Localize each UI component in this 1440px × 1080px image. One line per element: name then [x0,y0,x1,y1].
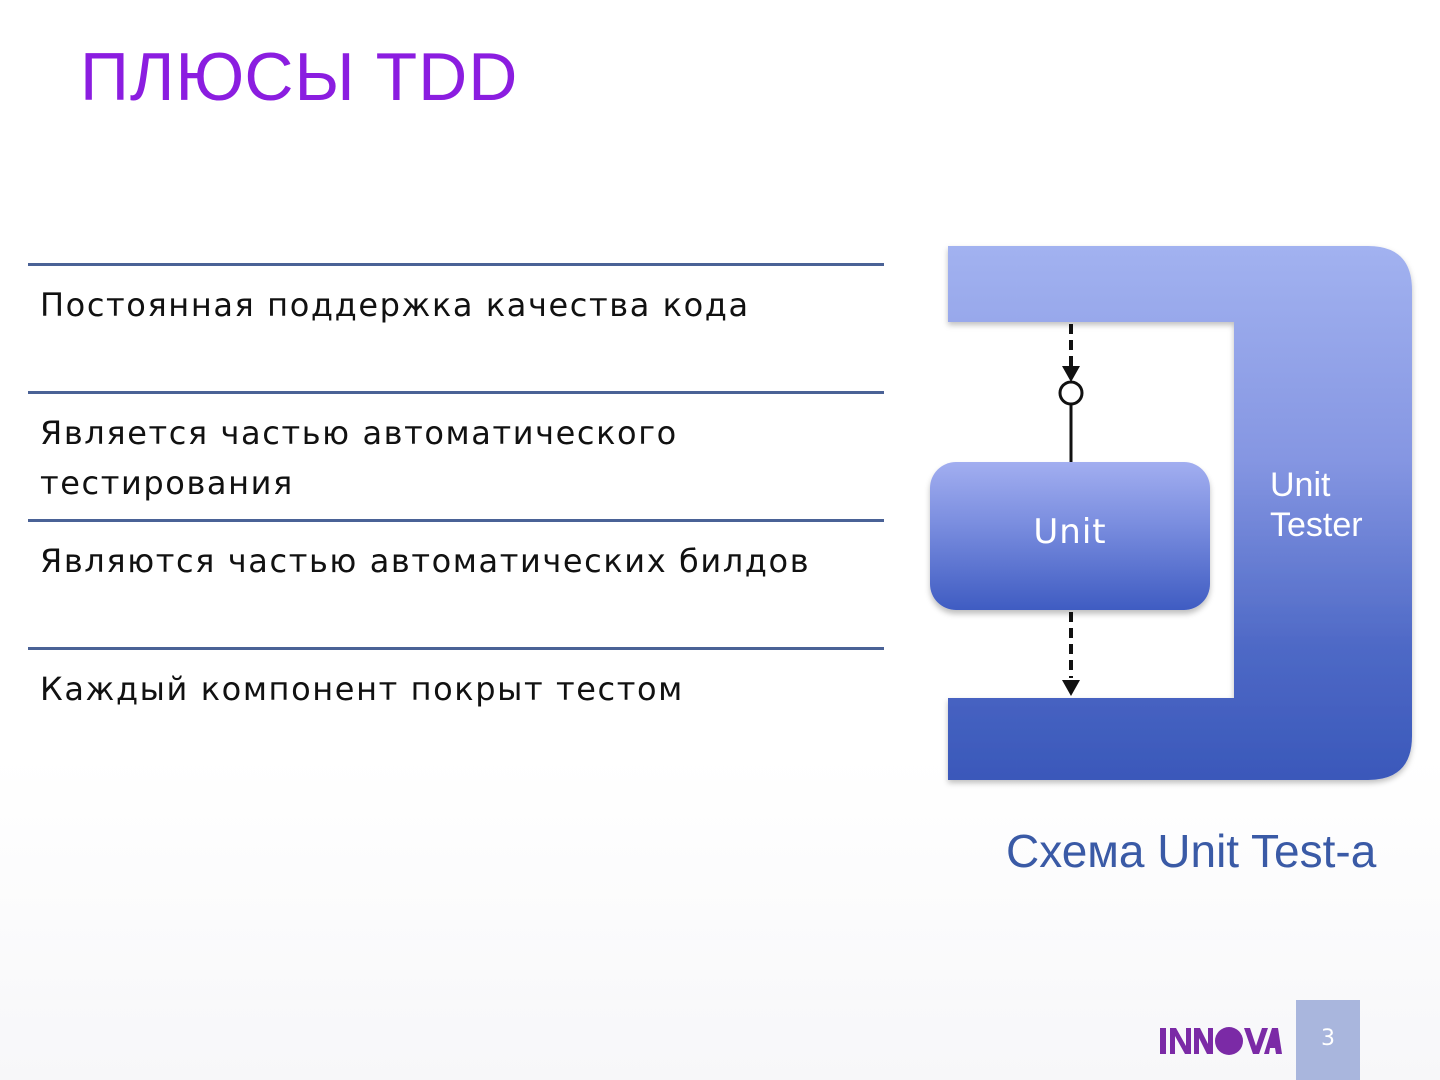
unit-tester-label-line2: Tester [1270,506,1363,544]
unit-tester-label: Unit Tester [1270,465,1390,545]
bullet-text: Являются частью автоматических билдов [40,542,811,580]
bullet-item: Постоянная поддержка качества кода [28,263,884,391]
page-number: 3 [1321,1026,1335,1051]
innova-logo [1160,1027,1282,1055]
unit-box: Unit [930,462,1210,610]
page-number-box: 3 [1296,1000,1360,1080]
output-arrowhead [1062,680,1080,696]
unit-label: Unit [1033,512,1107,552]
bullet-text: Является частью автоматического тестиров… [40,414,678,502]
unit-test-diagram [948,246,1412,780]
bullet-text: Постоянная поддержка качества кода [40,286,750,324]
bullet-item: Являются частью автоматических билдов [28,519,884,647]
bullet-item: Является частью автоматического тестиров… [28,391,884,519]
bullet-item: Каждый компонент покрыт тестом [28,647,884,775]
bullet-list: Постоянная поддержка качества кода Являе… [28,263,884,775]
diagram-caption: Схема Unit Test-a [1006,825,1377,877]
interface-circle [1058,380,1084,406]
unit-tester-bracket [948,246,1412,780]
slide-title: ПЛЮСЫ TDD [80,39,519,115]
input-arrowhead [1062,366,1080,382]
bullet-text: Каждый компонент покрыт тестом [40,670,684,708]
unit-tester-label-line1: Unit [1270,466,1331,504]
